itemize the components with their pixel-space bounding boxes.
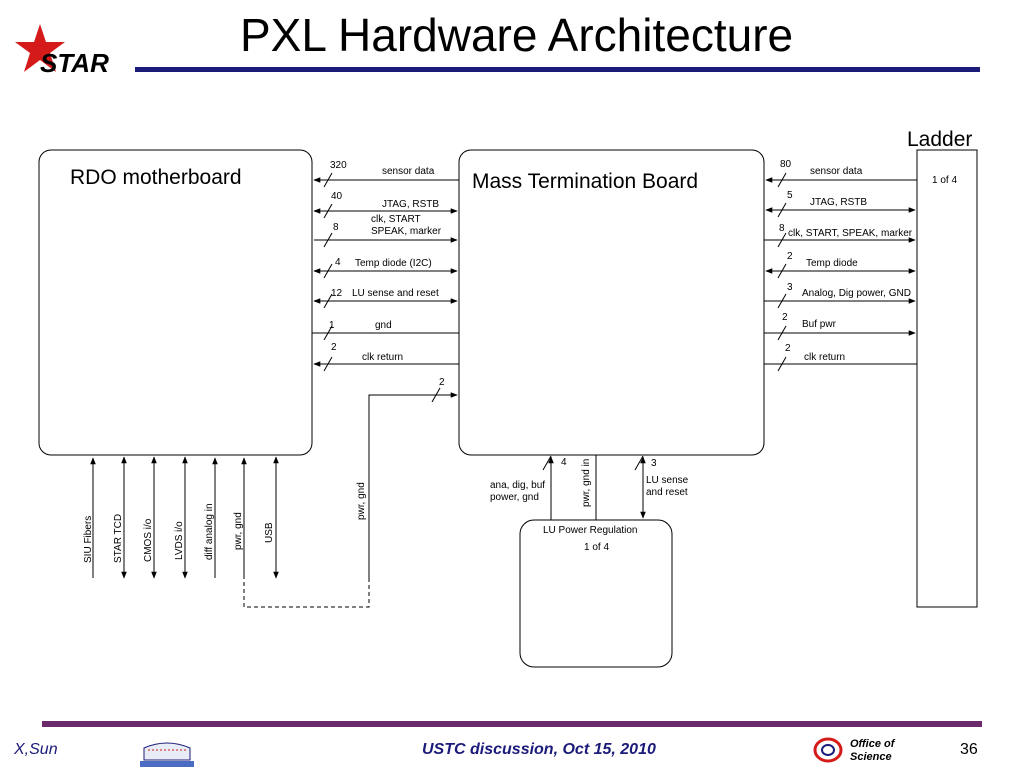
link-count: 4	[335, 257, 341, 268]
link-count: 2	[787, 251, 793, 262]
lu-power-regulation-count: 1 of 4	[584, 542, 609, 553]
link-count: 3	[651, 458, 657, 469]
link-label: ana, dig, buf	[490, 480, 545, 491]
svg-text:Office of: Office of	[850, 738, 896, 750]
link-count: 5	[787, 190, 793, 201]
link-label: Temp diode	[806, 258, 858, 269]
link-count: 2	[331, 342, 337, 353]
pwr-gnd-link: 2 pwr, gnd	[243, 377, 458, 608]
link-label: sensor data	[810, 166, 863, 177]
star-logo-text: STAR	[40, 48, 109, 78]
link-label-line2: and reset	[646, 487, 688, 498]
star-logo: STAR	[15, 24, 109, 78]
link-count: 2	[439, 377, 445, 388]
link-count: 1	[329, 320, 335, 331]
lab-logo	[140, 742, 194, 767]
footer-author: X,Sun	[14, 741, 58, 758]
rdo-motherboard-box	[38, 149, 313, 456]
star-icon	[15, 24, 65, 72]
link-label: clk, START	[371, 214, 421, 225]
mass-termination-board-label: Mass Termination Board	[472, 170, 698, 193]
external-label: diff analog in	[204, 503, 215, 560]
link-count: 4	[561, 457, 567, 468]
lu-power-regulation-label: LU Power Regulation	[543, 525, 638, 536]
link-label: JTAG, RSTB	[810, 197, 867, 208]
page-title: PXL Hardware Architecture	[240, 9, 794, 61]
external-label: SIU Fibers	[83, 516, 94, 563]
link-label: LU sense and reset	[352, 288, 439, 299]
link-label: sensor data	[382, 166, 435, 177]
link-count: 8	[779, 223, 785, 234]
ladder-title: Ladder	[907, 128, 972, 151]
footer-center: USTC discussion, Oct 15, 2010	[422, 741, 656, 758]
doe-office-of-science-logo: Office of Science	[813, 737, 896, 763]
external-label: CMOS i/o	[143, 518, 154, 562]
mtb-ladder-links: 80 sensor data 5 JTAG, RSTB 8 clk, START…	[764, 159, 917, 372]
external-label: STAR TCD	[113, 514, 124, 563]
svg-text:Science: Science	[850, 751, 892, 763]
link-label: Analog, Dig power, GND	[802, 288, 911, 299]
link-label: clk return	[362, 352, 403, 363]
ladder-count: 1 of 4	[932, 175, 957, 186]
link-count: 320	[330, 160, 347, 171]
rdo-external-links: SIU Fibers STAR TCD CMOS i/o LVDS i/o di…	[83, 456, 279, 579]
link-label-line2: power, gnd	[490, 492, 539, 503]
link-count: 80	[780, 159, 792, 170]
link-label: LU sense	[646, 475, 689, 486]
swirl-icon	[813, 737, 843, 763]
link-label: Temp diode (I2C)	[355, 258, 432, 269]
lu-links: 4 ana, dig, buf power, gnd pwr, gnd in 3…	[490, 455, 689, 520]
external-label: pwr, gnd	[233, 512, 244, 550]
external-label: LVDS i/o	[174, 521, 185, 560]
rdo-mtb-links: 320 sensor data 40 JTAG, RSTB 8 clk, STA…	[312, 160, 459, 372]
ladder-box	[916, 149, 978, 608]
page-number: 36	[960, 741, 978, 758]
link-label: clk, START, SPEAK, marker	[788, 228, 913, 239]
link-label-line2: SPEAK, marker	[371, 226, 442, 237]
building-icon	[143, 742, 191, 761]
link-count: 12	[331, 288, 343, 299]
link-label: JTAG, RSTB	[382, 199, 439, 210]
footer-rule	[42, 721, 982, 727]
link-label: pwr, gnd	[356, 482, 367, 520]
link-count: 40	[331, 191, 343, 202]
link-count: 2	[785, 343, 791, 354]
link-count: 3	[787, 282, 793, 293]
mass-termination-board-box	[458, 149, 765, 456]
link-count: 8	[333, 222, 339, 233]
title-rule	[135, 67, 980, 72]
link-label: clk return	[804, 352, 845, 363]
link-label: gnd	[375, 320, 392, 331]
external-label: USB	[264, 522, 275, 543]
link-label: Buf pwr	[802, 319, 837, 330]
link-count: 2	[782, 312, 788, 323]
rdo-motherboard-label: RDO motherboard	[70, 166, 242, 189]
link-label: pwr, gnd in	[581, 459, 592, 507]
